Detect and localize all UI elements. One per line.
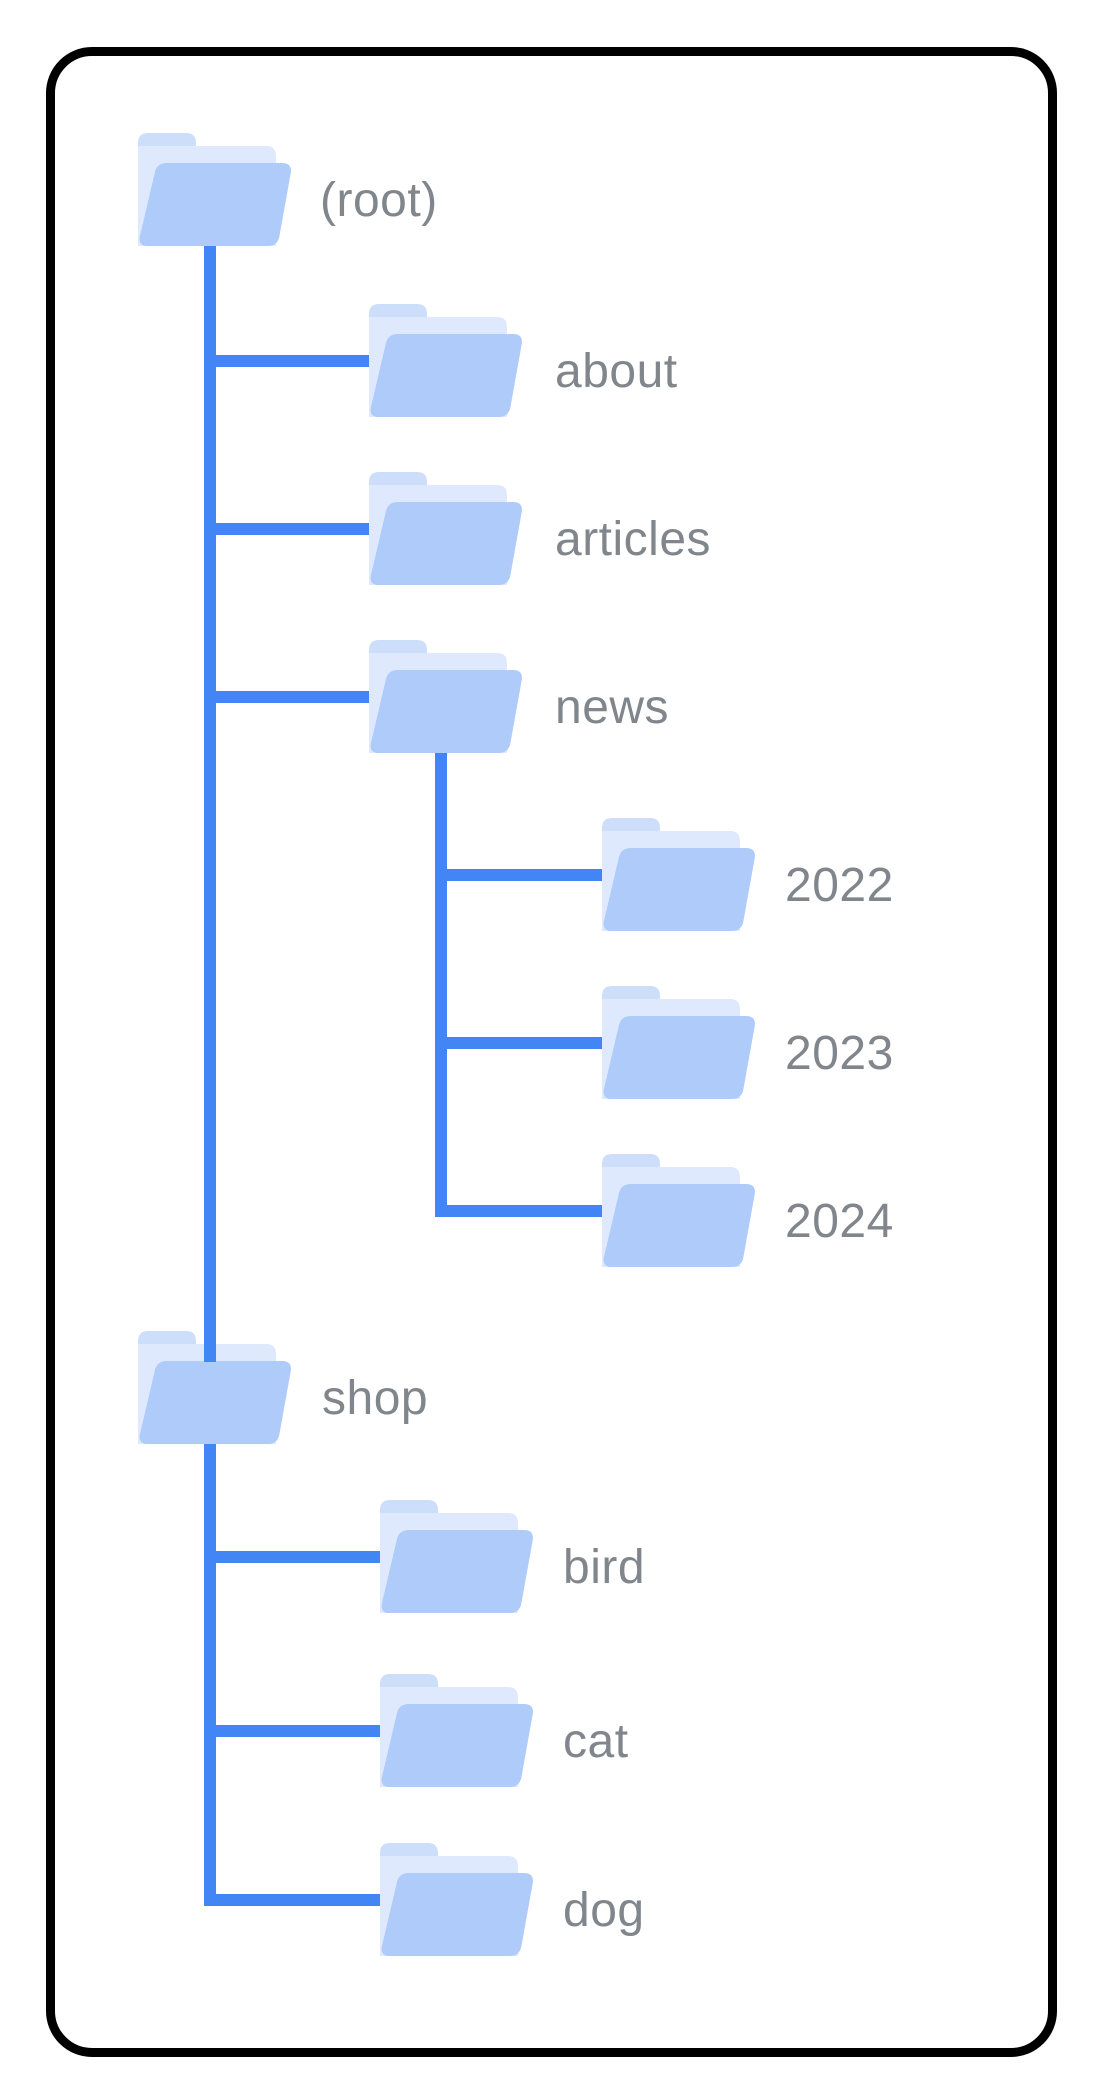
connector-branch-cat [204, 1725, 386, 1737]
connector-branch-articles [204, 523, 376, 535]
connector-branch-about [204, 355, 376, 367]
folder-label-articles: articles [555, 513, 712, 566]
folder-icon-news [369, 640, 522, 753]
connector-trunk-root [204, 190, 216, 1906]
connector-trunk-news [435, 697, 447, 1217]
folder-icon-articles [369, 472, 522, 585]
connector-branch-2022 [435, 869, 610, 881]
folder-label-bird: bird [563, 1541, 646, 1594]
folder-icon-2022 [602, 818, 755, 931]
connector-branch-2023 [435, 1037, 610, 1049]
folder-label-dog: dog [563, 1884, 645, 1937]
folder-icon-2023 [602, 986, 755, 1099]
folder-icon-dog [380, 1843, 533, 1956]
folder-label-about: about [555, 345, 678, 398]
connector-branch-news [204, 691, 376, 703]
folder-icon-root [138, 133, 291, 246]
connector-branch-2024 [435, 1205, 610, 1217]
folder-label-news: news [555, 681, 670, 734]
connector-branch-dog [204, 1894, 386, 1906]
connector-branch-bird [204, 1551, 386, 1563]
folder-icon-2024 [602, 1154, 755, 1267]
folder-label-cat: cat [563, 1715, 629, 1768]
folder-icon-cat [380, 1674, 533, 1787]
diagram-card [46, 47, 1057, 2057]
folder-label-2022: 2022 [785, 859, 894, 912]
folder-icon-about [369, 304, 522, 417]
folder-label-root: (root) [320, 174, 438, 227]
folder-label-shop: shop [322, 1372, 429, 1425]
folder-label-2024: 2024 [785, 1195, 894, 1248]
connector-trunk-shop-segment [204, 1320, 216, 1362]
folder-label-2023: 2023 [785, 1027, 894, 1080]
folder-icon-bird [380, 1500, 533, 1613]
